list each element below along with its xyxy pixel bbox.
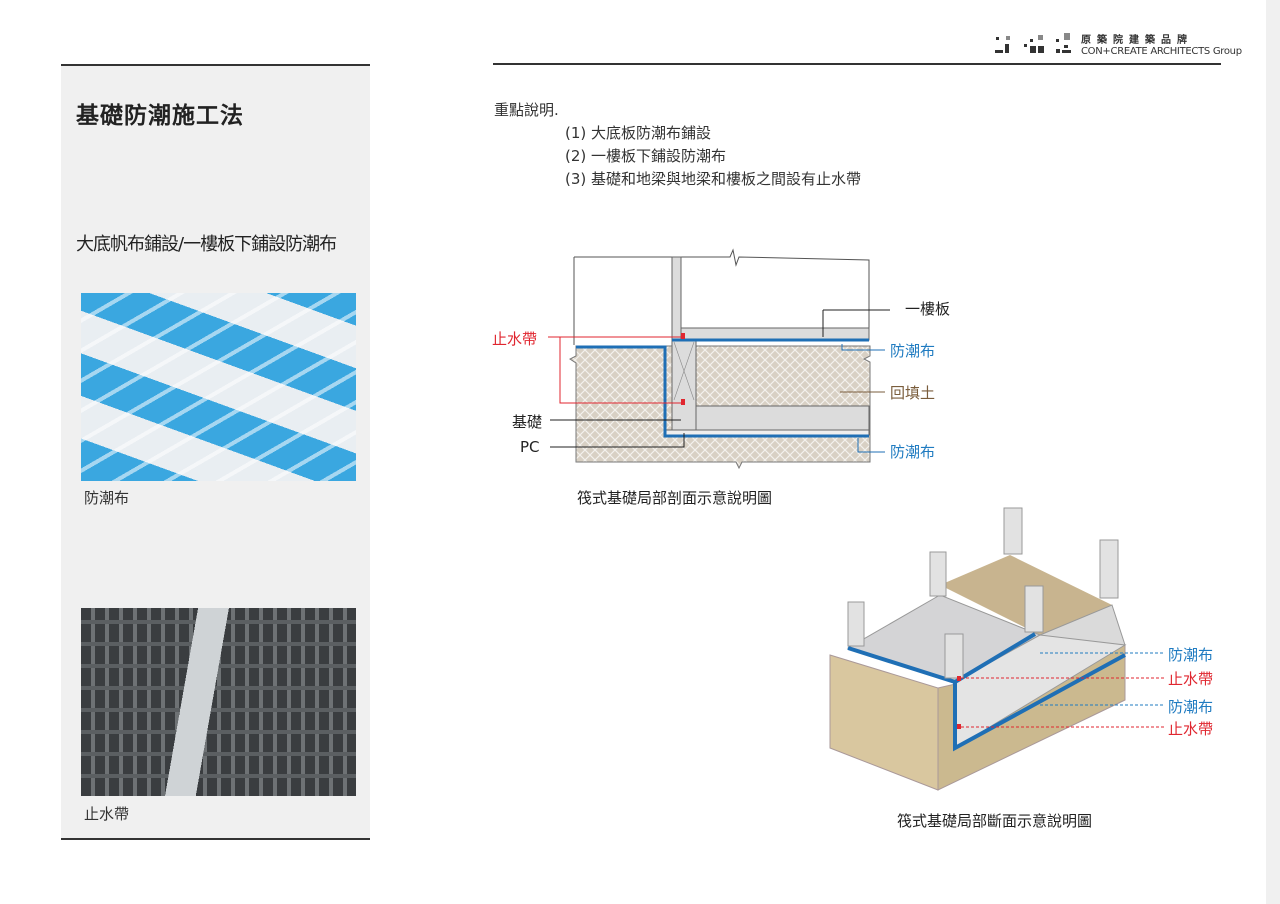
note-item: (3) 基礎和地梁與地梁和樓板之間設有止水帶 [565,170,862,188]
brand-logo-icon [995,33,1071,53]
iso-label-waterstop: 止水帶 [1168,720,1214,738]
section-diagram-caption: 筏式基礎局部剖面示意說明圖 [577,489,773,507]
slab [680,327,870,341]
label-membrane: 防潮布 [890,443,936,461]
note-item: (1) 大底板防潮布鋪設 [565,124,712,142]
label-membrane: 防潮布 [890,342,936,360]
membrane-lower [576,345,869,438]
label-slab: 一樓板 [905,300,951,318]
ground-beam [695,405,870,431]
brand-name-cn: 原築院建築品牌 [1081,35,1193,46]
iso-label-membrane: 防潮布 [1168,646,1214,664]
label-backfill: 回填土 [890,384,936,402]
foundation [671,339,697,431]
waterstop-photo [81,608,356,796]
scrollbar[interactable] [1266,0,1280,904]
waterstop-upper [681,333,685,339]
waterstop-photo-caption: 止水帶 [84,805,130,823]
membrane-photo [81,293,356,481]
membrane-photo-caption: 防潮布 [84,489,130,507]
iso-diagram-caption: 筏式基礎局部斷面示意說明圖 [897,812,1093,830]
waterstop-lower [681,399,685,405]
section-diagram [548,248,890,470]
note-item: (2) 一樓板下鋪設防潮布 [565,147,727,165]
label-waterstop: 止水帶 [492,330,538,348]
label-foundation: 基礎 [512,413,543,431]
section-subtitle: 大底帆布鋪設/一樓板下鋪設防潮布 [76,234,337,255]
notes-heading: 重點說明. [494,101,559,119]
header-divider [493,63,1221,65]
brand-name-en: CON+CREATE ARCHITECTS Group [1081,46,1242,57]
wall [671,256,682,342]
label-pc: PC [520,438,540,456]
iso-diagram [829,507,1165,791]
iso-label-waterstop: 止水帶 [1168,670,1214,688]
iso-label-membrane: 防潮布 [1168,698,1214,716]
page-title: 基礎防潮施工法 [76,103,244,129]
